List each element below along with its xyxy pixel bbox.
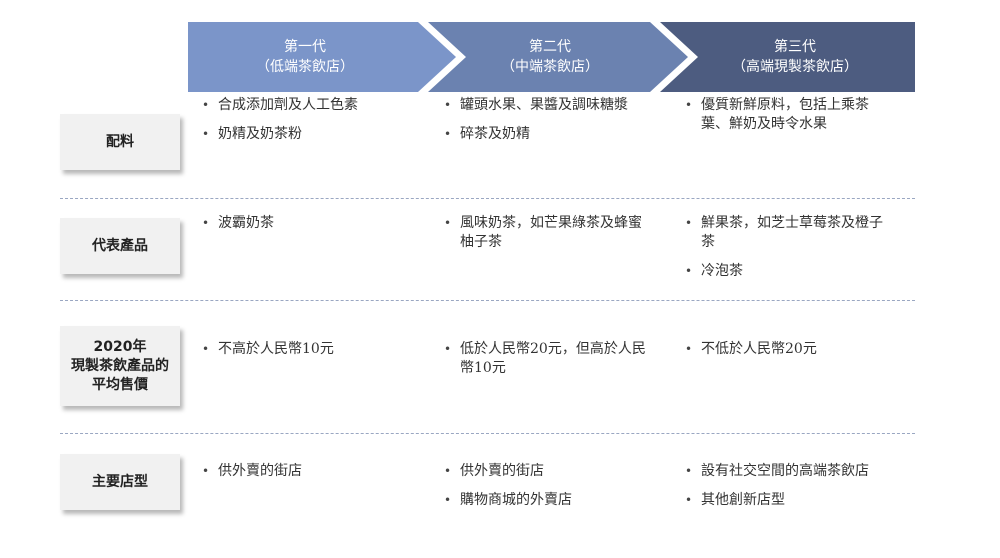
row-label-representative-products: 代表產品	[60, 218, 180, 274]
bullet-dot-icon: •	[444, 493, 452, 507]
bullet-item: • 鮮果茶，如芝士草莓茶及橙子茶	[683, 214, 888, 252]
cell-row1-col3: • 優質新鮮原料，包括上乘茶葉、鮮奶及時令水果	[683, 96, 888, 144]
generation-1-subtitle: （低端茶飲店）	[256, 59, 354, 75]
bullet-list: • 低於人民幣20元，但高於人民幣10元	[442, 340, 652, 378]
cell-row3-col3: • 不低於人民幣20元	[683, 340, 888, 369]
generation-1-label: 第一代 （低端茶飲店）	[190, 32, 420, 82]
cell-row4-col1: • 供外賣的街店	[200, 462, 425, 491]
bullet-text: 低於人民幣20元，但高於人民幣10元	[460, 341, 646, 376]
bullet-dot-icon: •	[202, 216, 210, 230]
generation-1-chevron	[188, 22, 456, 92]
bullet-dot-icon: •	[685, 342, 693, 356]
bullet-dot-icon: •	[202, 342, 210, 356]
generation-2-chevron	[428, 22, 688, 92]
bullet-text: 供外賣的街店	[460, 463, 544, 479]
row-label-average-price: 2020年 現製茶飲產品的 平均售價	[60, 326, 180, 406]
bullet-list: • 不低於人民幣20元	[683, 340, 888, 359]
bullet-dot-icon: •	[444, 127, 452, 141]
row-label-average-price-text: 2020年 現製茶飲產品的 平均售價	[71, 338, 169, 393]
bullet-list: • 供外賣的街店	[200, 462, 425, 481]
bullet-item: • 風味奶茶，如芒果綠茶及蜂蜜柚子茶	[442, 214, 652, 252]
cell-row1-col1: • 合成添加劑及人工色素 • 奶精及奶茶粉	[200, 96, 425, 154]
bullet-item: • 低於人民幣20元，但高於人民幣10元	[442, 340, 652, 378]
bullet-dot-icon: •	[685, 464, 693, 478]
bullet-item: • 其他創新店型	[683, 491, 888, 510]
bullet-item: • 不高於人民幣10元	[200, 340, 425, 359]
bullet-list: • 鮮果茶，如芝士草莓茶及橙子茶 • 冷泡茶	[683, 214, 888, 281]
bullet-list: • 波霸奶茶	[200, 214, 425, 233]
generation-3-title: 第三代	[774, 39, 816, 55]
bullet-text: 冷泡茶	[701, 263, 743, 279]
bullet-text: 風味奶茶，如芒果綠茶及蜂蜜柚子茶	[460, 215, 642, 250]
generation-2-title: 第二代	[529, 39, 571, 55]
bullet-item: • 不低於人民幣20元	[683, 340, 888, 359]
bullet-text: 購物商城的外賣店	[460, 492, 572, 508]
bullet-list: • 設有社交空間的高端茶飲店 • 其他創新店型	[683, 462, 888, 510]
cell-row1-col2: • 罐頭水果、果醬及調味糖漿 • 碎茶及奶精	[442, 96, 652, 154]
cell-row2-col1: • 波霸奶茶	[200, 214, 425, 243]
bullet-item: • 購物商城的外賣店	[442, 491, 652, 510]
bullet-dot-icon: •	[202, 127, 210, 141]
bullet-list: • 優質新鮮原料，包括上乘茶葉、鮮奶及時令水果	[683, 96, 888, 134]
generation-3-subtitle: （高端現製茶飲店）	[732, 59, 858, 75]
bullet-item: • 設有社交空間的高端茶飲店	[683, 462, 888, 481]
bullet-text: 供外賣的街店	[218, 463, 302, 479]
bullet-list: • 罐頭水果、果醬及調味糖漿 • 碎茶及奶精	[442, 96, 652, 144]
row-label-store-type: 主要店型	[60, 454, 180, 510]
bullet-text: 其他創新店型	[701, 492, 785, 508]
bullet-dot-icon: •	[685, 216, 693, 230]
bullet-item: • 奶精及奶茶粉	[200, 125, 425, 144]
bullet-dot-icon: •	[444, 98, 452, 112]
generation-2-subtitle: （中端茶飲店）	[501, 59, 599, 75]
cell-row2-col3: • 鮮果茶，如芝士草莓茶及橙子茶 • 冷泡茶	[683, 214, 888, 291]
generation-chevron-header	[188, 22, 915, 92]
bullet-dot-icon: •	[444, 216, 452, 230]
bullet-text: 優質新鮮原料，包括上乘茶葉、鮮奶及時令水果	[701, 97, 869, 132]
bullet-item: • 冷泡茶	[683, 262, 888, 281]
cell-row3-col1: • 不高於人民幣10元	[200, 340, 425, 369]
bullet-item: • 供外賣的街店	[200, 462, 425, 481]
bullet-text: 不高於人民幣10元	[218, 341, 334, 357]
generation-3-label: 第三代 （高端現製茶飲店）	[675, 32, 915, 82]
bullet-dot-icon: •	[685, 264, 693, 278]
bullet-item: • 合成添加劑及人工色素	[200, 96, 425, 115]
bullet-dot-icon: •	[444, 342, 452, 356]
cell-row4-col2: • 供外賣的街店 • 購物商城的外賣店	[442, 462, 652, 520]
bullet-item: • 罐頭水果、果醬及調味糖漿	[442, 96, 652, 115]
row-divider	[60, 433, 915, 434]
bullet-list: • 不高於人民幣10元	[200, 340, 425, 359]
generation-3-chevron	[660, 22, 915, 92]
bullet-text: 鮮果茶，如芝士草莓茶及橙子茶	[701, 215, 883, 250]
bullet-item: • 波霸奶茶	[200, 214, 425, 233]
bullet-dot-icon: •	[444, 464, 452, 478]
row-label-store-type-text: 主要店型	[92, 473, 148, 490]
row-divider	[60, 300, 915, 301]
bullet-list: • 供外賣的街店 • 購物商城的外賣店	[442, 462, 652, 510]
bullet-text: 波霸奶茶	[218, 215, 274, 231]
bullet-item: • 供外賣的街店	[442, 462, 652, 481]
bullet-text: 設有社交空間的高端茶飲店	[701, 463, 869, 479]
bullet-list: • 合成添加劑及人工色素 • 奶精及奶茶粉	[200, 96, 425, 144]
bullet-dot-icon: •	[202, 98, 210, 112]
bullet-list: • 風味奶茶，如芒果綠茶及蜂蜜柚子茶	[442, 214, 652, 252]
generation-1-title: 第一代	[284, 39, 326, 55]
row-label-ingredients: 配料	[60, 114, 180, 170]
cell-row4-col3: • 設有社交空間的高端茶飲店 • 其他創新店型	[683, 462, 888, 520]
bullet-text: 不低於人民幣20元	[701, 341, 817, 357]
bullet-item: • 優質新鮮原料，包括上乘茶葉、鮮奶及時令水果	[683, 96, 888, 134]
cell-row3-col2: • 低於人民幣20元，但高於人民幣10元	[442, 340, 652, 388]
bullet-text: 奶精及奶茶粉	[218, 126, 302, 142]
cell-row2-col2: • 風味奶茶，如芒果綠茶及蜂蜜柚子茶	[442, 214, 652, 262]
row-divider	[60, 198, 915, 199]
bullet-text: 合成添加劑及人工色素	[218, 97, 358, 113]
bullet-dot-icon: •	[685, 98, 693, 112]
bullet-dot-icon: •	[685, 493, 693, 507]
bullet-dot-icon: •	[202, 464, 210, 478]
bullet-item: • 碎茶及奶精	[442, 125, 652, 144]
bullet-text: 罐頭水果、果醬及調味糖漿	[460, 97, 628, 113]
row-label-ingredients-text: 配料	[106, 133, 134, 150]
row-label-representative-products-text: 代表產品	[92, 237, 148, 254]
bullet-text: 碎茶及奶精	[460, 126, 530, 142]
generation-2-label: 第二代 （中端茶飲店）	[435, 32, 665, 82]
